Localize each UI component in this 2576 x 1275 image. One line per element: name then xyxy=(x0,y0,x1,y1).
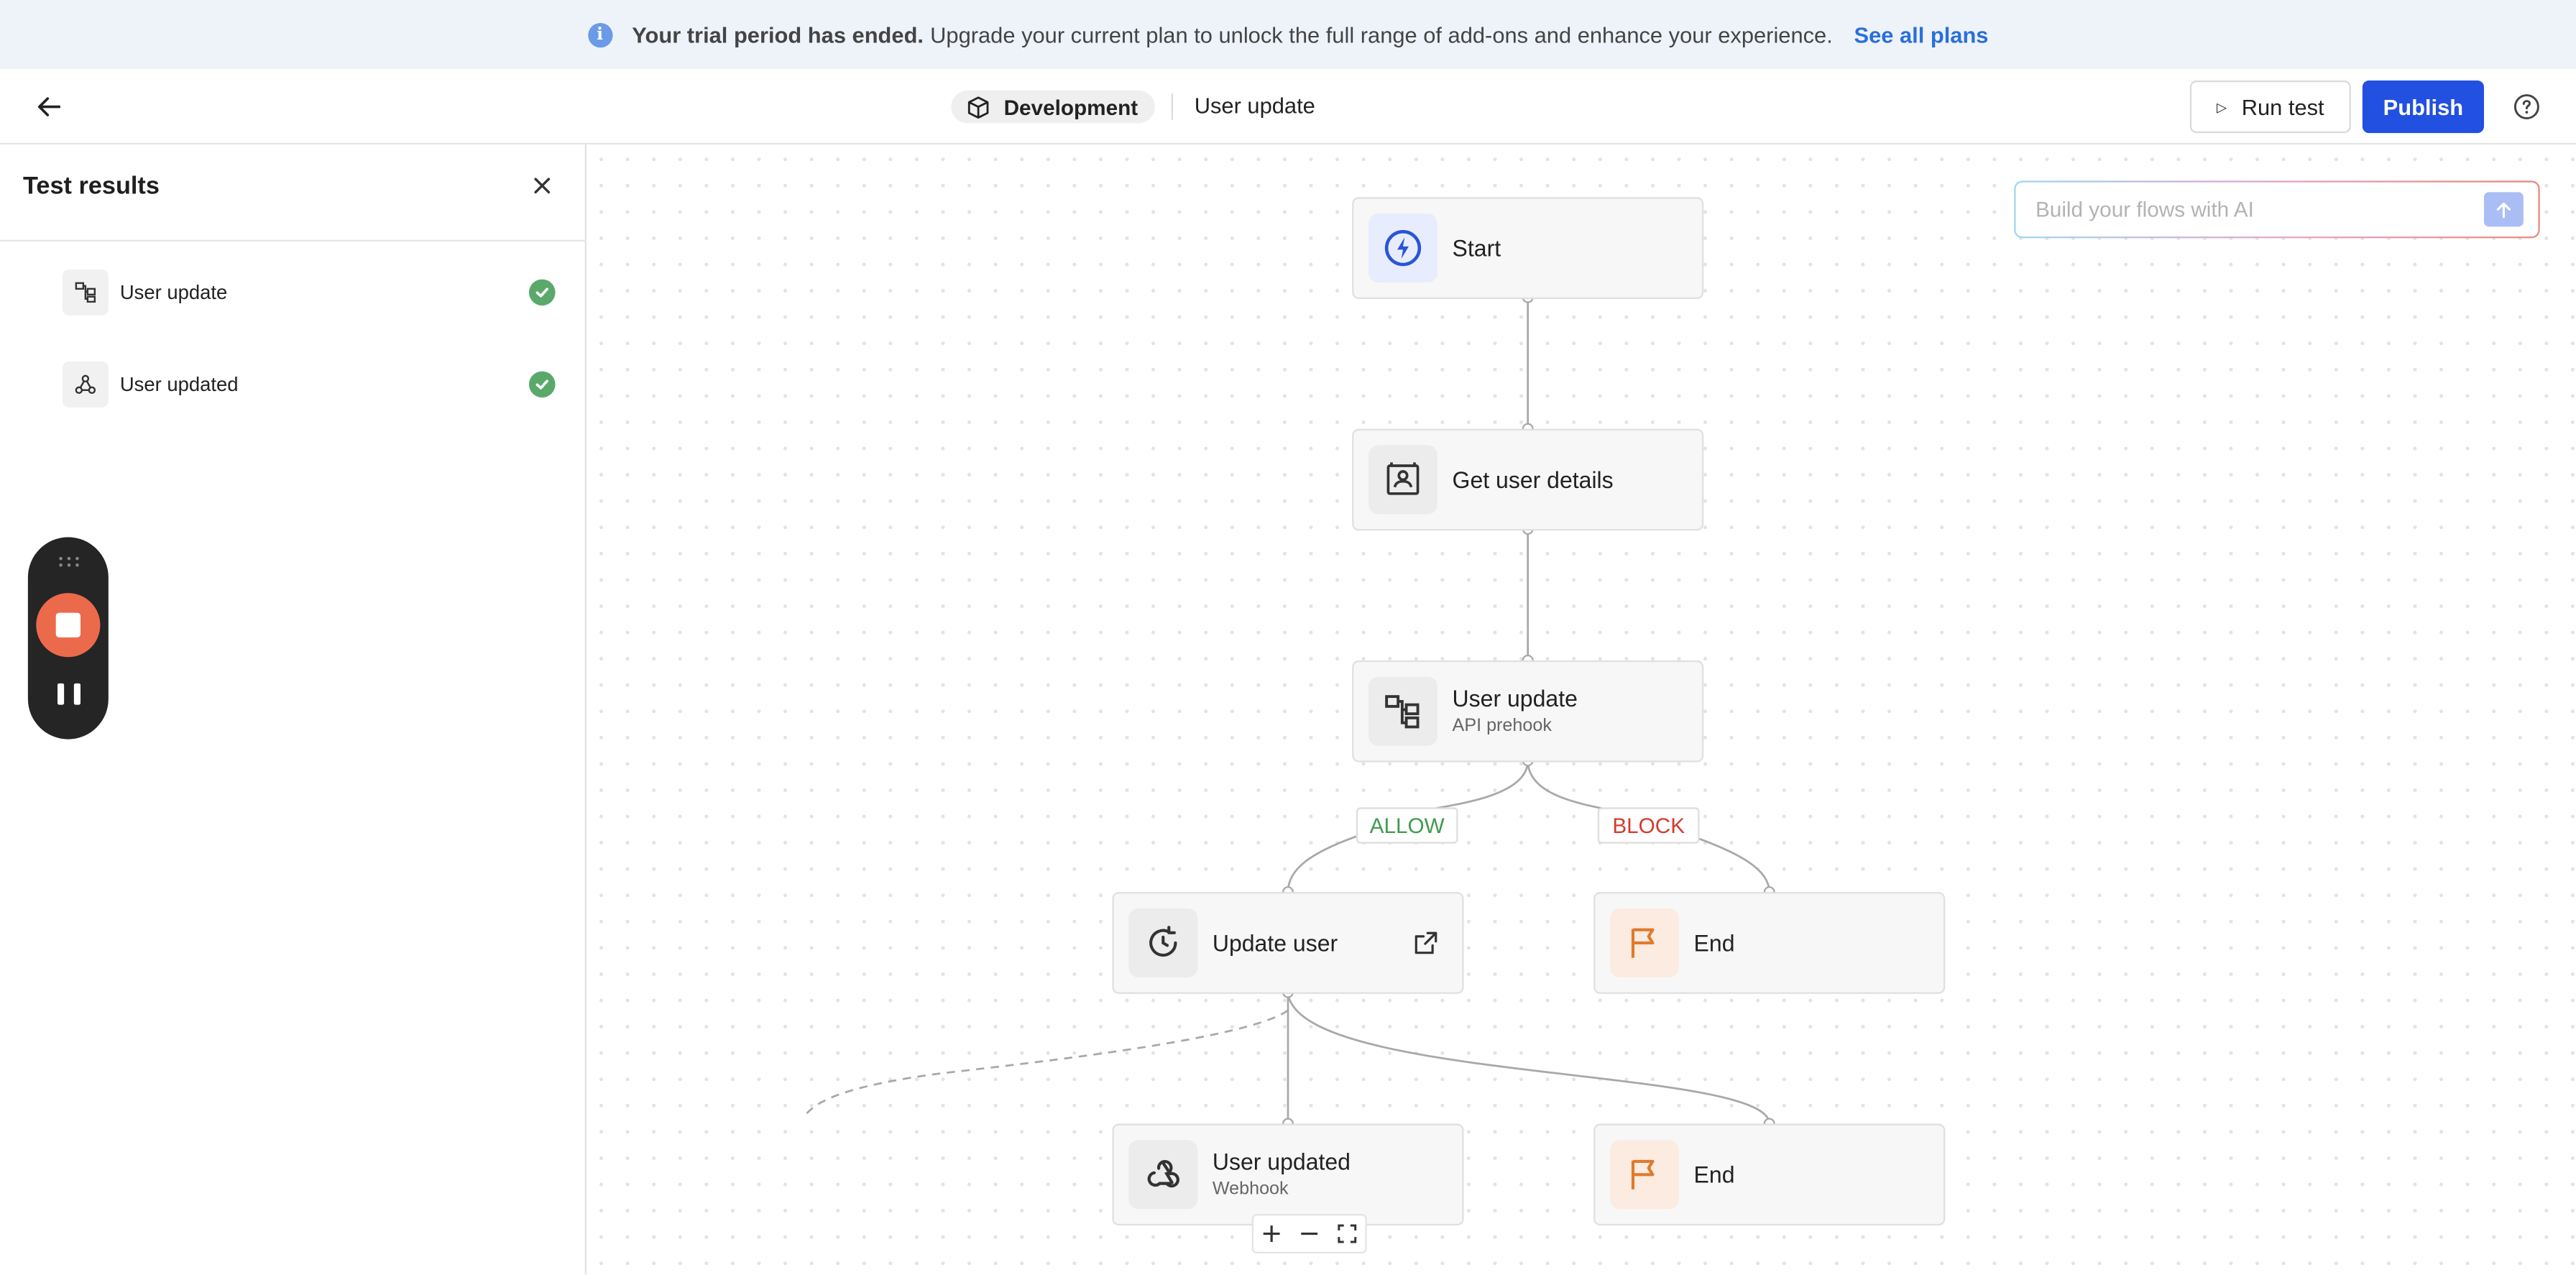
node-end-final[interactable]: End xyxy=(1593,1123,1946,1226)
recording-widget xyxy=(27,537,109,740)
environment-pill[interactable]: Development xyxy=(951,90,1155,124)
stop-icon xyxy=(55,612,80,638)
allow-label: ALLOW xyxy=(1370,814,1445,838)
branch-allow[interactable]: ALLOW xyxy=(1356,807,1458,844)
flag-icon xyxy=(1609,908,1679,977)
result-item-user-updated[interactable]: User updated xyxy=(62,361,556,408)
zoom-out-button[interactable] xyxy=(1296,1220,1322,1247)
node-title: End xyxy=(1693,929,1735,957)
node-title: Start xyxy=(1452,234,1501,262)
node-title: Get user details xyxy=(1452,466,1614,493)
branch-block[interactable]: BLOCK xyxy=(1597,807,1700,844)
contact-card-icon xyxy=(1368,445,1438,515)
environment-label: Development xyxy=(1003,94,1138,119)
send-button[interactable] xyxy=(2483,192,2524,227)
result-item-user-update[interactable]: User update xyxy=(62,269,556,316)
node-title: End xyxy=(1693,1161,1735,1188)
flag-icon xyxy=(1609,1140,1679,1210)
webhook-icon xyxy=(62,361,109,408)
panel-title: Test results xyxy=(22,172,160,201)
stop-recording-button[interactable] xyxy=(36,593,101,658)
node-get-user-details[interactable]: Get user details xyxy=(1352,428,1704,531)
node-start[interactable]: Start xyxy=(1352,197,1704,299)
arrow-up-icon xyxy=(2496,201,2511,218)
minus-icon xyxy=(1301,1232,1318,1235)
cube-icon xyxy=(967,96,989,118)
header-divider xyxy=(1171,93,1173,120)
result-label: User updated xyxy=(119,372,239,396)
pause-icon xyxy=(57,683,65,705)
fullscreen-icon xyxy=(1337,1224,1356,1243)
close-icon[interactable] xyxy=(529,172,556,199)
webhook-icon xyxy=(1128,1140,1198,1210)
node-subtitle: API prehook xyxy=(1452,716,1552,736)
external-link-icon[interactable] xyxy=(1413,930,1440,957)
flow-title: User update xyxy=(1194,93,1315,119)
help-icon[interactable] xyxy=(2513,93,2540,120)
bolt-icon xyxy=(1368,213,1438,283)
trial-banner: i Your trial period has ended. Upgrade y… xyxy=(0,0,2576,69)
check-circle-icon xyxy=(528,371,556,398)
node-update-user[interactable]: Update user xyxy=(1112,892,1464,994)
play-icon: ▷ xyxy=(2217,99,2227,114)
back-arrow-icon[interactable] xyxy=(33,91,66,124)
pause-button[interactable] xyxy=(57,683,80,706)
flow-icon xyxy=(1368,676,1438,746)
node-user-updated[interactable]: User updated Webhook xyxy=(1112,1123,1464,1226)
run-test-button[interactable]: ▷ Run test xyxy=(2189,80,2351,134)
run-test-label: Run test xyxy=(2241,94,2324,119)
node-title: Update user xyxy=(1212,929,1338,957)
info-icon: i xyxy=(587,22,612,47)
ai-prompt-box xyxy=(2014,180,2540,239)
zoom-in-button[interactable] xyxy=(1259,1220,1286,1247)
check-circle-icon xyxy=(528,279,556,306)
node-end-block[interactable]: End xyxy=(1593,892,1946,994)
node-user-update[interactable]: User update API prehook xyxy=(1352,660,1704,763)
flow-edges: ALLOW BLOCK xyxy=(804,291,1775,1130)
node-title: User updated xyxy=(1212,1148,1351,1175)
top-header: Development User update ▷ Run test Publi… xyxy=(0,68,2576,145)
fit-view-button[interactable] xyxy=(1333,1220,1360,1247)
panel-divider xyxy=(0,239,586,241)
flow-canvas[interactable]: ALLOW BLOCK Start Get user details xyxy=(588,146,2576,1275)
flow-icon xyxy=(62,269,109,316)
node-subtitle: Webhook xyxy=(1212,1179,1289,1200)
banner-bold-text: Your trial period has ended. xyxy=(632,22,924,47)
block-label: BLOCK xyxy=(1612,814,1685,838)
zoom-controls xyxy=(1251,1214,1367,1253)
result-label: User update xyxy=(119,280,228,304)
see-all-plans-link[interactable]: See all plans xyxy=(1854,22,1989,47)
ai-prompt-input[interactable] xyxy=(2035,182,2463,237)
refresh-icon xyxy=(1128,908,1198,977)
plus-icon xyxy=(1264,1225,1281,1242)
banner-text: Upgrade your current plan to unlock the … xyxy=(930,22,1833,47)
node-title: User update xyxy=(1452,685,1578,712)
drag-handle-icon[interactable] xyxy=(58,556,80,569)
publish-button[interactable]: Publish xyxy=(2362,80,2484,134)
